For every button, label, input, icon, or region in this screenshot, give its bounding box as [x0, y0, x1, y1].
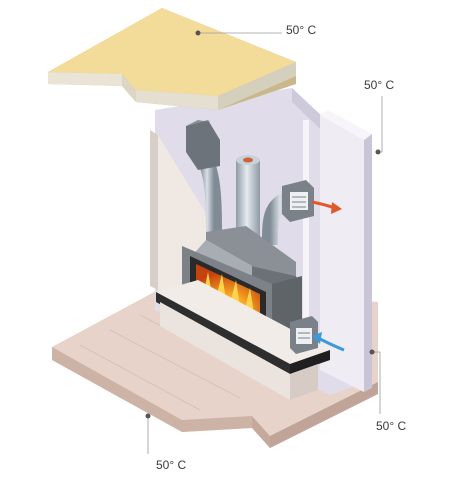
hot-air-outlet-grille — [282, 180, 314, 222]
wall-marker — [375, 149, 381, 155]
ceiling-slab — [48, 8, 296, 110]
side-wall — [303, 110, 372, 392]
floor-marker — [145, 413, 151, 419]
cold-air-inlet-grille — [290, 316, 318, 354]
floor-temperature-label: 50° C — [156, 458, 187, 472]
side-leader — [372, 351, 381, 414]
side-temperature-label: 50° C — [376, 419, 407, 433]
hot-air-arrow — [311, 200, 342, 214]
wall-temperature-label: 50° C — [364, 78, 395, 92]
side-marker — [369, 349, 375, 355]
wall-leader — [378, 96, 383, 153]
cold-air-arrow — [312, 332, 345, 352]
hearth — [156, 280, 330, 400]
ceiling-marker — [195, 30, 201, 36]
ceiling-temperature-label: 50° C — [286, 23, 317, 37]
hot-air-duct-left — [186, 120, 222, 241]
